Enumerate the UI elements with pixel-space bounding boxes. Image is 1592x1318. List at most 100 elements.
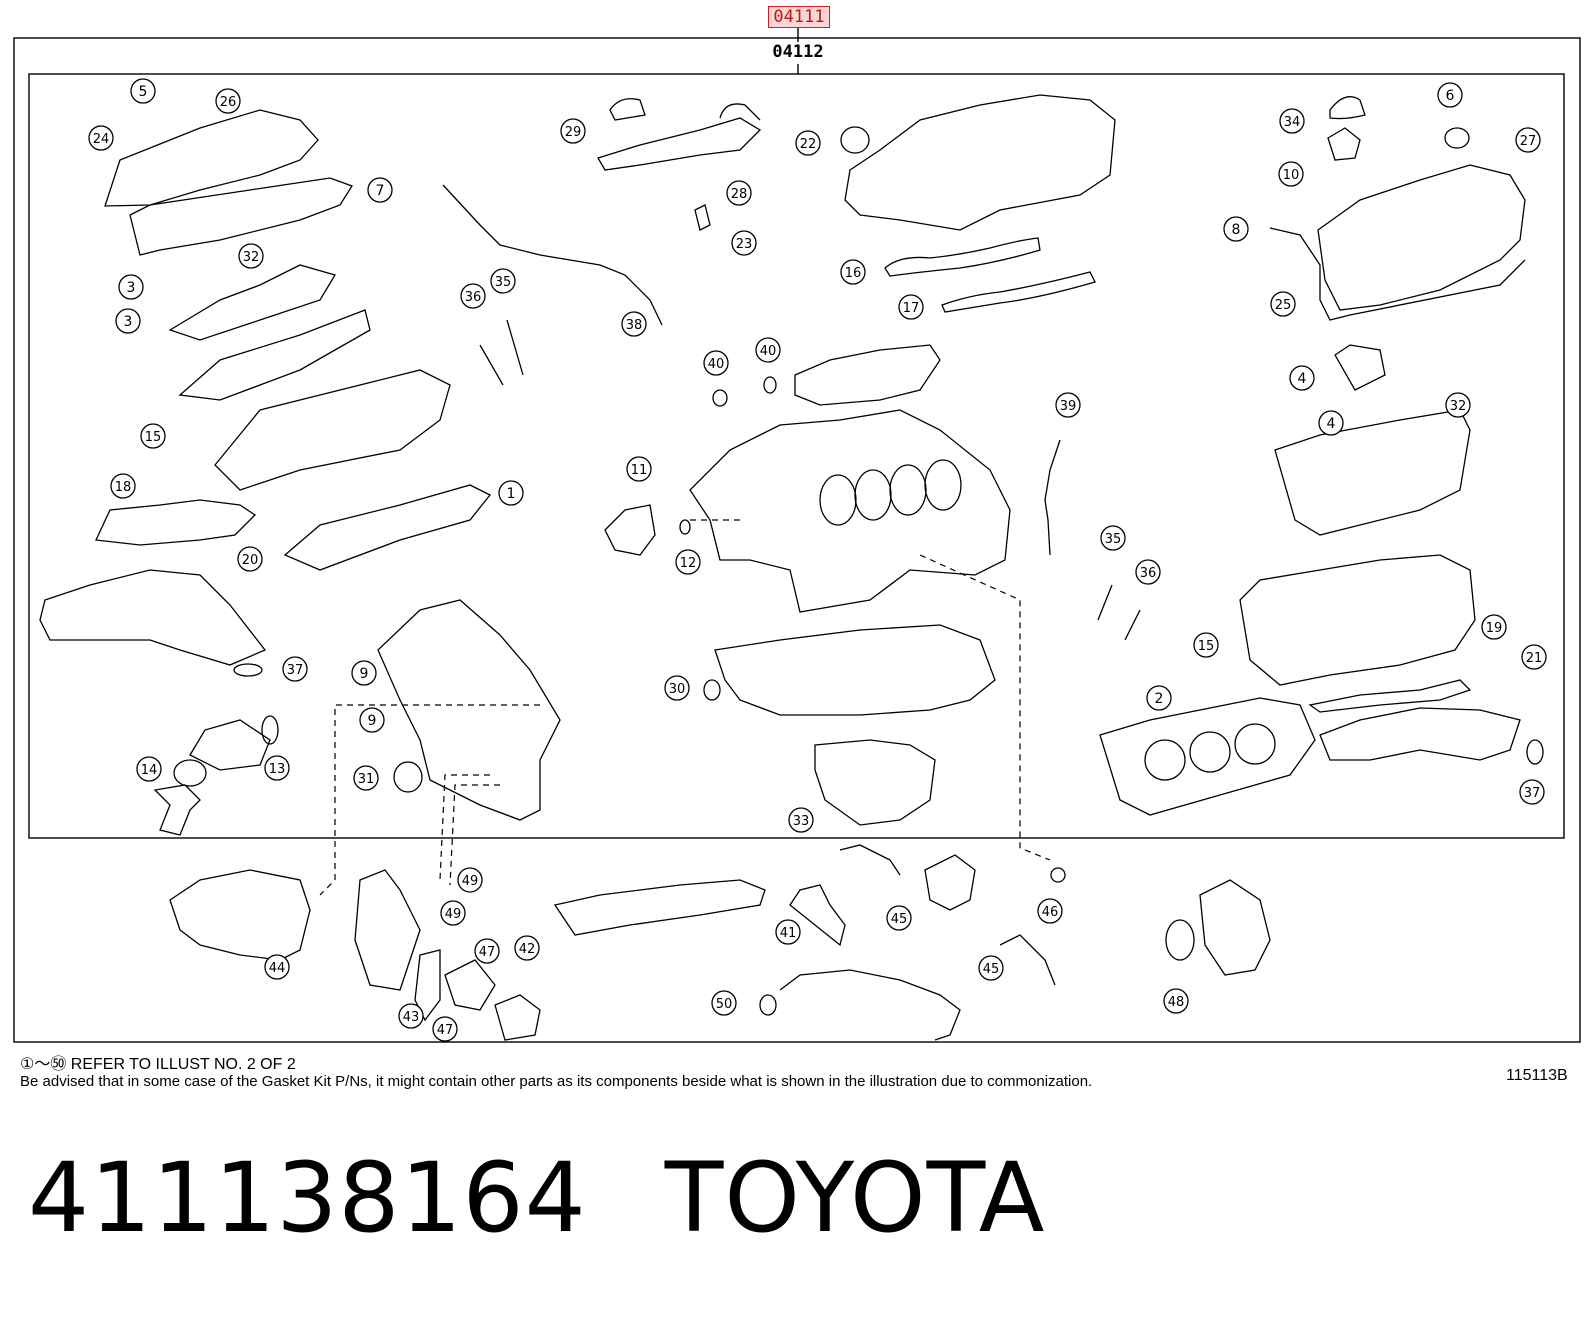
gasket-8 xyxy=(1269,227,1526,321)
callout-number: 8 xyxy=(1232,222,1241,238)
callout-18[interactable]: 18 xyxy=(110,473,136,499)
callout-39[interactable]: 39 xyxy=(1055,392,1081,418)
callout-number: 6 xyxy=(1446,88,1455,104)
callout-50[interactable]: 50 xyxy=(711,990,737,1016)
callout-32[interactable]: 32 xyxy=(238,243,264,269)
callout-36[interactable]: 36 xyxy=(1135,559,1161,585)
bracket-47 xyxy=(494,994,541,1041)
callout-46[interactable]: 46 xyxy=(1037,898,1063,924)
callout-47[interactable]: 47 xyxy=(474,938,500,964)
callout-45[interactable]: 45 xyxy=(886,905,912,931)
callout-circle xyxy=(136,756,162,782)
callout-number: 47 xyxy=(437,1023,454,1038)
callout-34[interactable]: 34 xyxy=(1279,108,1305,134)
callout-27[interactable]: 27 xyxy=(1515,127,1541,153)
main-part-code[interactable]: 04111 xyxy=(768,6,830,28)
callout-24[interactable]: 24 xyxy=(88,125,114,151)
callout-circle xyxy=(514,935,540,961)
callout-35[interactable]: 35 xyxy=(490,268,516,294)
callout-number: 26 xyxy=(220,95,237,110)
cam-housing-right xyxy=(1274,409,1471,536)
callout-4[interactable]: 4 xyxy=(1289,365,1315,391)
exhaust-gasket-left xyxy=(95,499,257,546)
callout-43[interactable]: 43 xyxy=(398,1003,424,1029)
callout-33[interactable]: 33 xyxy=(788,807,814,833)
callout-number: 11 xyxy=(631,463,648,478)
callout-48[interactable]: 48 xyxy=(1163,988,1189,1014)
callout-6[interactable]: 6 xyxy=(1437,82,1463,108)
callout-22[interactable]: 22 xyxy=(795,130,821,156)
cylinder-bore-3 xyxy=(889,464,927,516)
callout-42[interactable]: 42 xyxy=(514,935,540,961)
callout-38[interactable]: 38 xyxy=(621,311,647,337)
callout-5[interactable]: 5 xyxy=(130,78,156,104)
oring-30 xyxy=(703,679,721,701)
callout-3[interactable]: 3 xyxy=(118,274,144,300)
callout-45[interactable]: 45 xyxy=(978,955,1004,981)
callout-12[interactable]: 12 xyxy=(675,549,701,575)
callout-8[interactable]: 8 xyxy=(1223,216,1249,242)
callout-circle xyxy=(1223,216,1249,242)
callout-number: 3 xyxy=(127,280,136,296)
callout-15[interactable]: 15 xyxy=(1193,632,1219,658)
callout-9[interactable]: 9 xyxy=(351,660,377,686)
callout-11[interactable]: 11 xyxy=(626,456,652,482)
callout-19[interactable]: 19 xyxy=(1481,614,1507,640)
callout-3[interactable]: 3 xyxy=(115,308,141,334)
callout-28[interactable]: 28 xyxy=(726,180,752,206)
valve-1 xyxy=(479,344,504,386)
callout-2[interactable]: 2 xyxy=(1146,685,1172,711)
callout-number: 31 xyxy=(358,772,375,787)
illustration-code: 115113B xyxy=(1506,1067,1568,1084)
callout-15[interactable]: 15 xyxy=(140,423,166,449)
callout-26[interactable]: 26 xyxy=(215,88,241,114)
callout-49[interactable]: 49 xyxy=(440,900,466,926)
callout-37[interactable]: 37 xyxy=(1519,779,1545,805)
callout-25[interactable]: 25 xyxy=(1270,291,1296,317)
callout-41[interactable]: 41 xyxy=(775,919,801,945)
callout-17[interactable]: 17 xyxy=(898,294,924,320)
callout-29[interactable]: 29 xyxy=(560,118,586,144)
callout-number: 27 xyxy=(1520,134,1537,149)
callout-circle xyxy=(474,938,500,964)
bore-ring-1 xyxy=(1144,739,1186,781)
callout-44[interactable]: 44 xyxy=(264,954,290,980)
callout-10[interactable]: 10 xyxy=(1278,161,1304,187)
callout-31[interactable]: 31 xyxy=(353,765,379,791)
callout-4[interactable]: 4 xyxy=(1318,410,1344,436)
valve-cover-left xyxy=(104,109,319,207)
callout-number: 5 xyxy=(139,84,148,100)
callout-20[interactable]: 20 xyxy=(237,546,263,572)
intake-gasket-16 xyxy=(884,237,1041,277)
water-pipe xyxy=(153,784,201,836)
callout-32[interactable]: 32 xyxy=(1445,392,1471,418)
valve-45 xyxy=(924,854,976,911)
callout-number: 9 xyxy=(368,713,377,729)
callout-49[interactable]: 49 xyxy=(457,867,483,893)
callout-30[interactable]: 30 xyxy=(664,675,690,701)
callout-16[interactable]: 16 xyxy=(840,259,866,285)
valve-cover-gasket-left xyxy=(129,177,353,256)
callout-47[interactable]: 47 xyxy=(432,1016,458,1042)
callout-40[interactable]: 40 xyxy=(755,337,781,363)
callout-7[interactable]: 7 xyxy=(367,177,393,203)
callout-number: 9 xyxy=(360,666,369,682)
callout-14[interactable]: 14 xyxy=(136,756,162,782)
callout-number: 37 xyxy=(287,663,304,678)
callout-number: 29 xyxy=(565,125,582,140)
callout-number: 30 xyxy=(669,682,686,697)
callout-circle xyxy=(1318,410,1344,436)
callout-21[interactable]: 21 xyxy=(1521,644,1547,670)
callout-number: 39 xyxy=(1060,399,1077,414)
callout-13[interactable]: 13 xyxy=(264,755,290,781)
callout-36[interactable]: 36 xyxy=(460,283,486,309)
callout-40[interactable]: 40 xyxy=(703,350,729,376)
callout-circle xyxy=(755,337,781,363)
callout-37[interactable]: 37 xyxy=(282,656,308,682)
callout-1[interactable]: 1 xyxy=(498,480,524,506)
callout-23[interactable]: 23 xyxy=(731,230,757,256)
callout-35[interactable]: 35 xyxy=(1100,525,1126,551)
callout-9[interactable]: 9 xyxy=(359,707,385,733)
callout-circle xyxy=(978,955,1004,981)
